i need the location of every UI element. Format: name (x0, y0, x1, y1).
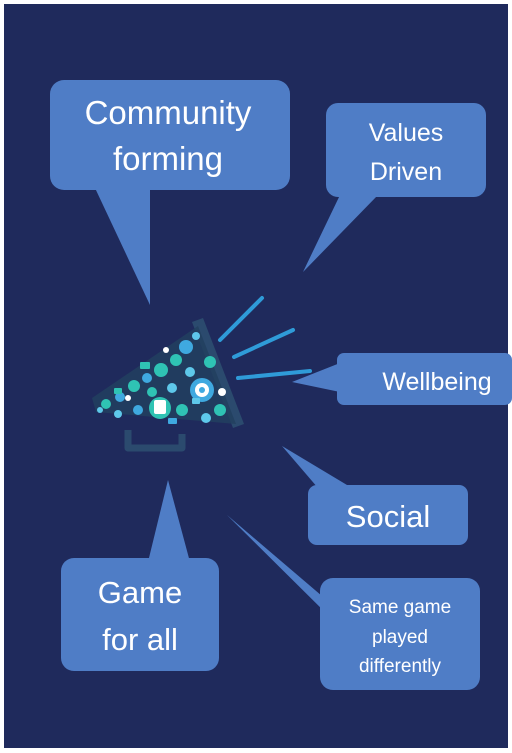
callout-same-game: Same game played differently (227, 515, 480, 690)
callout-game-for-all: Game for all (61, 480, 219, 671)
callout-community-line1: Community (85, 94, 252, 131)
callout-same-line2: played (372, 627, 428, 648)
callout-game-line2: for all (102, 622, 178, 657)
callout-wellbeing-label: Wellbeing (382, 368, 491, 396)
callout-community-line2: forming (113, 140, 223, 177)
callout-social-label: Social (346, 499, 430, 534)
callout-wellbeing: Wellbeing (292, 353, 512, 405)
callout-community-forming: Community forming (50, 80, 290, 305)
callout-values-line2: Driven (370, 158, 442, 186)
callout-values-line1: Values (369, 119, 444, 147)
megaphone-icon (92, 296, 312, 452)
callout-social: Social (282, 446, 468, 545)
callout-same-line3: differently (359, 656, 442, 677)
callout-same-line1: Same game (349, 597, 451, 618)
callout-game-line1: Game (98, 575, 182, 610)
callout-values-driven: Values Driven (303, 103, 486, 272)
